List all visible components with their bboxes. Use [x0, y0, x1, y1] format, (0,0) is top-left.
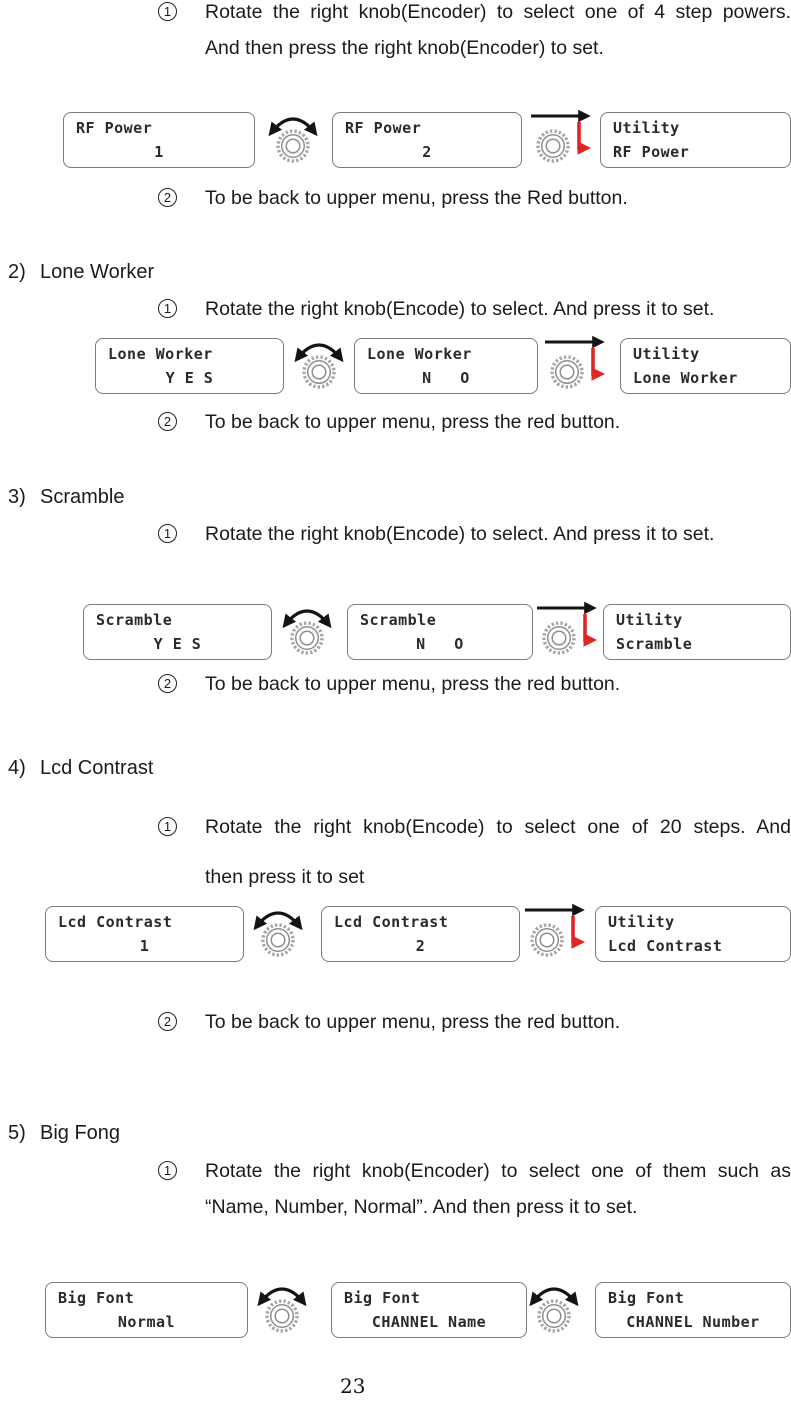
lcd-line: 2	[422, 143, 432, 161]
lcd-line: Scramble	[96, 611, 173, 629]
step2-marker: 2	[158, 1012, 177, 1031]
lcd-screen-lone-worker-yes: Lone Worker Y E S	[95, 338, 284, 394]
lcd-screen-big-font-channel-number: Big Font CHANNEL Number	[595, 1282, 791, 1338]
s3-step2-line: To be back to upper menu, press the red …	[205, 673, 621, 695]
s3-step1-line1: Rotate the right knob(Encode) to select.…	[205, 523, 715, 545]
s1-step1-line1: Rotate the right knob(Encoder) to select…	[205, 1, 791, 23]
lcd-line: RF Power	[345, 119, 422, 137]
lcd-line: Utility	[613, 119, 680, 137]
s4-step1-line2: then press it to set	[205, 866, 365, 888]
lcd-screen-big-font-channel-name: Big Font CHANNEL Name	[331, 1282, 527, 1338]
lcd-line: Utility	[616, 611, 683, 629]
s2-heading-number: 2)	[8, 261, 26, 283]
lcd-line: CHANNEL Number	[626, 1313, 760, 1331]
lcd-screen-big-font-normal: Big Font Normal	[45, 1282, 248, 1338]
page-number: 23	[340, 1374, 366, 1398]
lcd-line: Normal	[117, 1313, 176, 1331]
press-knob-icon	[541, 335, 617, 393]
lcd-line: Y E S	[165, 369, 214, 387]
lcd-line: Lcd Contrast	[608, 937, 723, 955]
step2-marker: 2	[158, 412, 177, 431]
lcd-line: Utility	[633, 345, 700, 363]
lcd-line: Big Font	[58, 1289, 135, 1307]
s4-step1-line1: Rotate the right knob(Encode) to select …	[205, 816, 791, 838]
s5-step1-line2: “Name, Number, Normal”. And then press i…	[205, 1196, 638, 1218]
press-knob-icon	[527, 109, 603, 167]
press-knob-icon	[533, 601, 609, 659]
lcd-screen-scramble-no: Scramble N O	[347, 604, 533, 660]
s4-heading-title: Lcd Contrast	[40, 757, 154, 779]
lcd-line: 1	[154, 143, 164, 161]
s1-step2-line: To be back to upper menu, press the Red …	[205, 187, 628, 209]
step2-marker: 2	[158, 188, 177, 207]
lcd-line: RF Power	[76, 119, 153, 137]
lcd-screen-utility-rf-power: Utility RF Power	[600, 112, 791, 168]
lcd-line: N O	[422, 369, 470, 387]
lcd-screen-lcd-contrast-1: Lcd Contrast 1	[45, 906, 244, 962]
lcd-line: Utility	[608, 913, 675, 931]
lcd-line: RF Power	[613, 143, 690, 161]
step1-marker: 1	[158, 2, 177, 21]
lcd-line: Lone Worker	[367, 345, 472, 363]
s2-step2-line: To be back to upper menu, press the red …	[205, 411, 621, 433]
step1-marker: 1	[158, 524, 177, 543]
lcd-line: Scramble	[616, 635, 693, 653]
lcd-screen-rf-power-2: RF Power 2	[332, 112, 522, 168]
rotate-knob-icon	[246, 903, 310, 961]
lcd-screen-utility-lcd-contrast: Utility Lcd Contrast	[595, 906, 791, 962]
lcd-line: Lcd Contrast	[334, 913, 449, 931]
step2-marker: 2	[158, 674, 177, 693]
s5-heading-title: Big Fong	[40, 1122, 121, 1144]
s3-heading-number: 3)	[8, 486, 26, 508]
s1-step1-line2: And then press the right knob(Encoder) t…	[205, 37, 604, 59]
lcd-line: N O	[416, 635, 464, 653]
rotate-knob-icon	[522, 1279, 586, 1337]
lcd-line: Big Font	[344, 1289, 421, 1307]
step1-marker: 1	[158, 299, 177, 318]
lcd-line: Big Font	[608, 1289, 685, 1307]
lcd-screen-lone-worker-no: Lone Worker N O	[354, 338, 538, 394]
lcd-line: 2	[415, 937, 426, 955]
rotate-knob-icon	[287, 335, 351, 393]
s5-heading-number: 5)	[8, 1122, 26, 1144]
lcd-line: Lone Worker	[633, 369, 738, 387]
s4-step2-line: To be back to upper menu, press the red …	[205, 1011, 621, 1033]
lcd-screen-lcd-contrast-2: Lcd Contrast 2	[321, 906, 520, 962]
lcd-screen-scramble-yes: Scramble Y E S	[83, 604, 272, 660]
step1-marker: 1	[158, 817, 177, 836]
lcd-screen-utility-lone-worker: Utility Lone Worker	[620, 338, 791, 394]
lcd-line: Y E S	[153, 635, 202, 653]
lcd-screen-rf-power-1: RF Power 1	[63, 112, 255, 168]
s5-step1-line1: Rotate the right knob(Encoder) to select…	[205, 1160, 791, 1182]
rotate-knob-icon	[261, 109, 325, 167]
lcd-line: 1	[139, 937, 150, 955]
lcd-line: CHANNEL Name	[371, 1313, 487, 1331]
press-knob-icon	[521, 903, 597, 961]
rotate-knob-icon	[275, 601, 339, 659]
s2-step1-line1: Rotate the right knob(Encode) to select.…	[205, 298, 715, 320]
s3-heading-title: Scramble	[40, 486, 125, 508]
s4-heading-number: 4)	[8, 757, 26, 779]
lcd-line: Scramble	[360, 611, 437, 629]
rotate-knob-icon	[250, 1279, 314, 1337]
lcd-screen-utility-scramble: Utility Scramble	[603, 604, 791, 660]
step1-marker: 1	[158, 1161, 177, 1180]
lcd-line: Lone Worker	[108, 345, 213, 363]
lcd-line: Lcd Contrast	[58, 913, 173, 931]
s2-heading-title: Lone Worker	[40, 261, 155, 283]
